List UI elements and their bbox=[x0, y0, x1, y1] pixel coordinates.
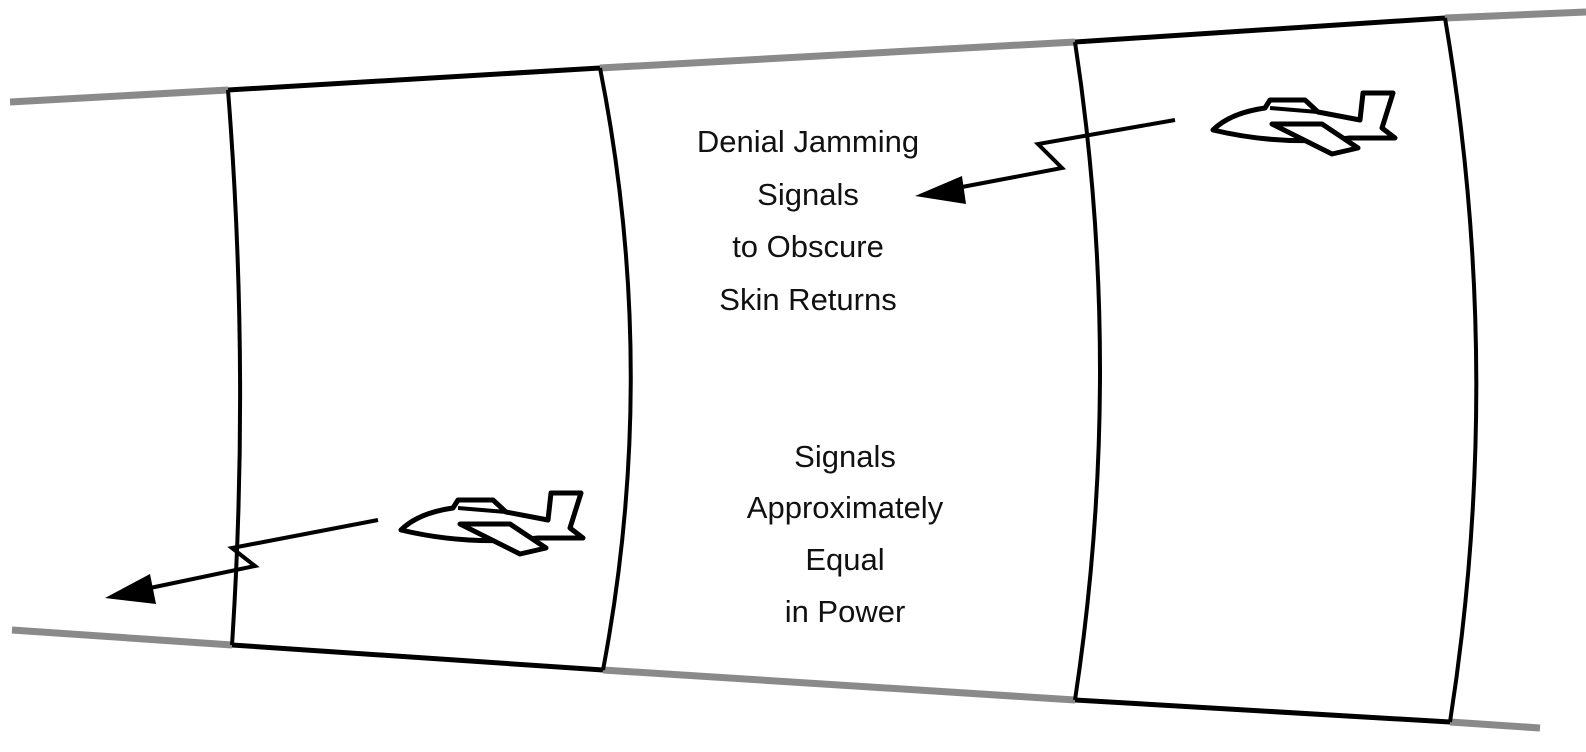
label-line: Denial Jamming bbox=[697, 124, 919, 159]
radar-pulse-left bbox=[226, 65, 633, 673]
label-line: Signals bbox=[794, 439, 896, 474]
jamming-signal-arrow-top bbox=[915, 118, 1176, 204]
beam-bottom-edge-right bbox=[1449, 718, 1541, 732]
label-line: Equal bbox=[805, 542, 884, 577]
beam-bottom-edge-left bbox=[11, 626, 233, 649]
beam-top-edge-right bbox=[1444, 8, 1586, 22]
arrowhead-icon bbox=[105, 574, 156, 604]
label-line: Skin Returns bbox=[719, 282, 896, 317]
label-line: Signals bbox=[757, 177, 859, 212]
aircraft-icon bbox=[1210, 90, 1398, 157]
aircraft-icon bbox=[398, 490, 586, 557]
jamming-signal-arrow-bottom bbox=[105, 518, 379, 604]
label-line: Approximately bbox=[747, 490, 944, 525]
signals-equal-label: Signals Approximately Equal in Power bbox=[747, 439, 944, 629]
beam-top-edge-left bbox=[9, 86, 229, 106]
denial-jamming-label: Denial Jamming Signals to Obscure Skin R… bbox=[697, 124, 919, 317]
label-line: in Power bbox=[785, 594, 906, 629]
beam-top-edge-middle bbox=[599, 38, 1076, 72]
label-line: to Obscure bbox=[732, 229, 884, 264]
beam-bottom-edge-middle bbox=[602, 666, 1076, 704]
arrowhead-icon bbox=[915, 176, 966, 204]
